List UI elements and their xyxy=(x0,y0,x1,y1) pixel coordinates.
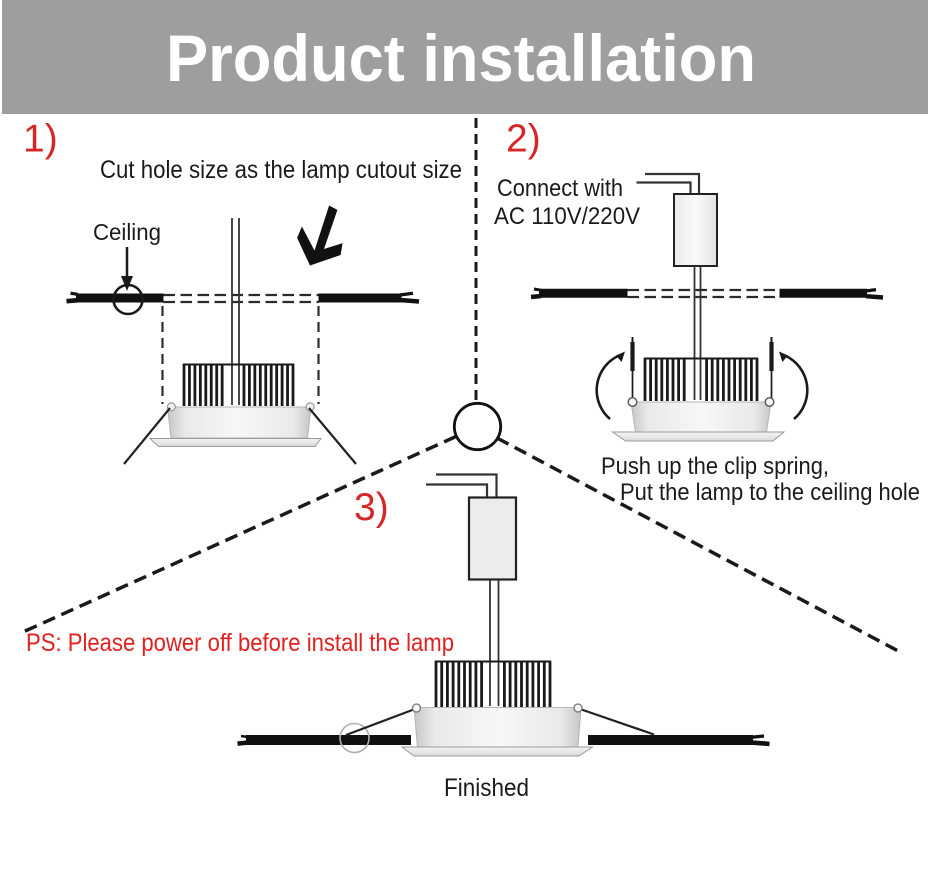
svg-text:Ceiling: Ceiling xyxy=(93,219,161,245)
svg-text:Push up the clip spring,: Push up the clip spring, xyxy=(601,453,829,480)
svg-text:3): 3) xyxy=(354,486,389,529)
svg-text:Put the lamp to the ceiling ho: Put the lamp to the ceiling hole xyxy=(620,479,920,506)
svg-text:PS: Please power off before in: PS: Please power off before install the … xyxy=(26,629,454,657)
svg-text:Finished: Finished xyxy=(444,774,529,802)
svg-text:1): 1) xyxy=(23,118,58,161)
svg-text:AC 110V/220V: AC 110V/220V xyxy=(494,203,640,230)
svg-text:Cut hole size as the lamp cuto: Cut hole size as the lamp cutout size xyxy=(100,156,462,184)
svg-text:2): 2) xyxy=(506,118,541,161)
svg-text:Connect with: Connect with xyxy=(497,175,623,202)
svg-text:Product installation: Product installation xyxy=(166,21,756,95)
